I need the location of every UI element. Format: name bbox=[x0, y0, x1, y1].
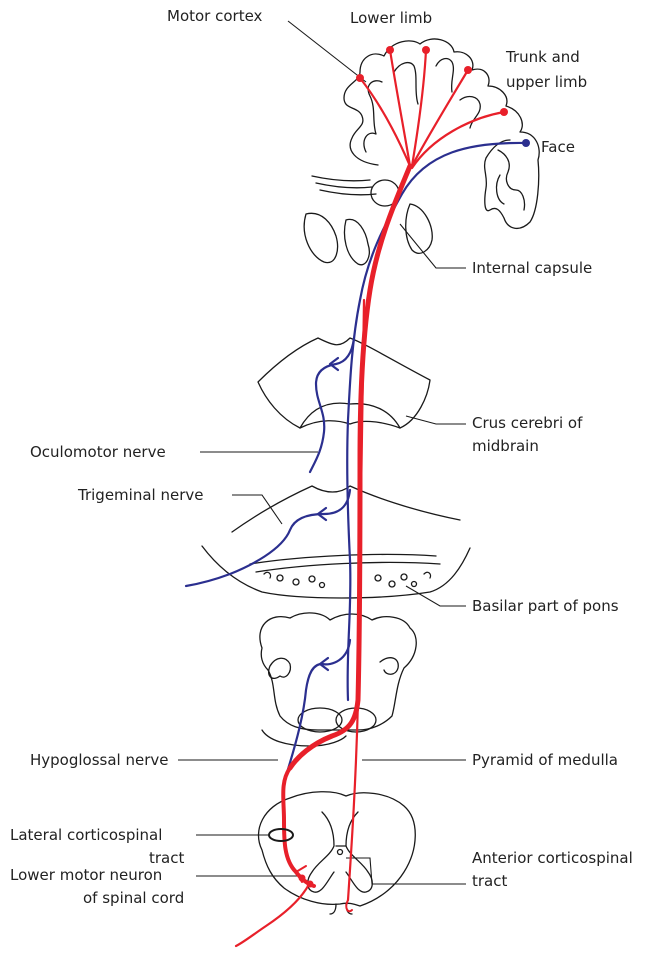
leader-lines bbox=[178, 21, 466, 884]
cortex-neuron-dot-1 bbox=[356, 74, 364, 82]
cortex-neuron-dot-2 bbox=[386, 46, 394, 54]
label-oculomotor: Oculomotor nerve bbox=[30, 443, 166, 461]
label-lmn-line2: of spinal cord bbox=[83, 889, 184, 907]
lateral-tract-marker bbox=[269, 829, 293, 841]
label-lower-limb: Lower limb bbox=[350, 9, 432, 27]
corticospinal-tract bbox=[236, 46, 508, 946]
cortex-neuron-dot-5 bbox=[500, 108, 508, 116]
lmn-dot-2 bbox=[299, 875, 306, 882]
lower-motor-neuron-axon bbox=[236, 886, 308, 946]
label-lateral-line1: Lateral corticospinal bbox=[10, 826, 162, 844]
label-trigeminal: Trigeminal nerve bbox=[77, 486, 203, 504]
cortex-neuron-dot-4 bbox=[464, 66, 472, 74]
medulla-section bbox=[260, 613, 416, 746]
label-pyramid: Pyramid of medulla bbox=[472, 751, 618, 769]
label-anterior-line1: Anterior corticospinal bbox=[472, 849, 633, 867]
face-neuron-dot bbox=[522, 139, 530, 147]
label-lateral-line2: tract bbox=[149, 849, 184, 867]
cortex-fiber-2 bbox=[390, 50, 410, 166]
pons-section bbox=[202, 486, 470, 598]
label-crus-line2: midbrain bbox=[472, 437, 539, 455]
cerebral-cortex-outline bbox=[304, 39, 539, 265]
pontine-nuclei bbox=[264, 572, 431, 587]
label-face: Face bbox=[541, 138, 575, 156]
label-motor-cortex: Motor cortex bbox=[167, 7, 263, 25]
label-trunk-line1: Trunk and bbox=[505, 48, 580, 66]
label-internal-capsule: Internal capsule bbox=[472, 259, 592, 277]
label-basilar: Basilar part of pons bbox=[472, 597, 619, 615]
label-anterior-line2: tract bbox=[472, 872, 507, 890]
labels: Motor cortex Lower limb Trunk and upper … bbox=[10, 7, 633, 907]
label-crus-line1: Crus cerebri of bbox=[472, 414, 583, 432]
lateral-crossing bbox=[283, 768, 314, 886]
label-hypoglossal: Hypoglossal nerve bbox=[30, 751, 169, 769]
label-lmn-line1: Lower motor neuron bbox=[10, 866, 162, 884]
midbrain-section bbox=[258, 338, 430, 428]
cortex-neuron-dot-3 bbox=[422, 46, 430, 54]
label-trunk-line2: upper limb bbox=[506, 73, 587, 91]
